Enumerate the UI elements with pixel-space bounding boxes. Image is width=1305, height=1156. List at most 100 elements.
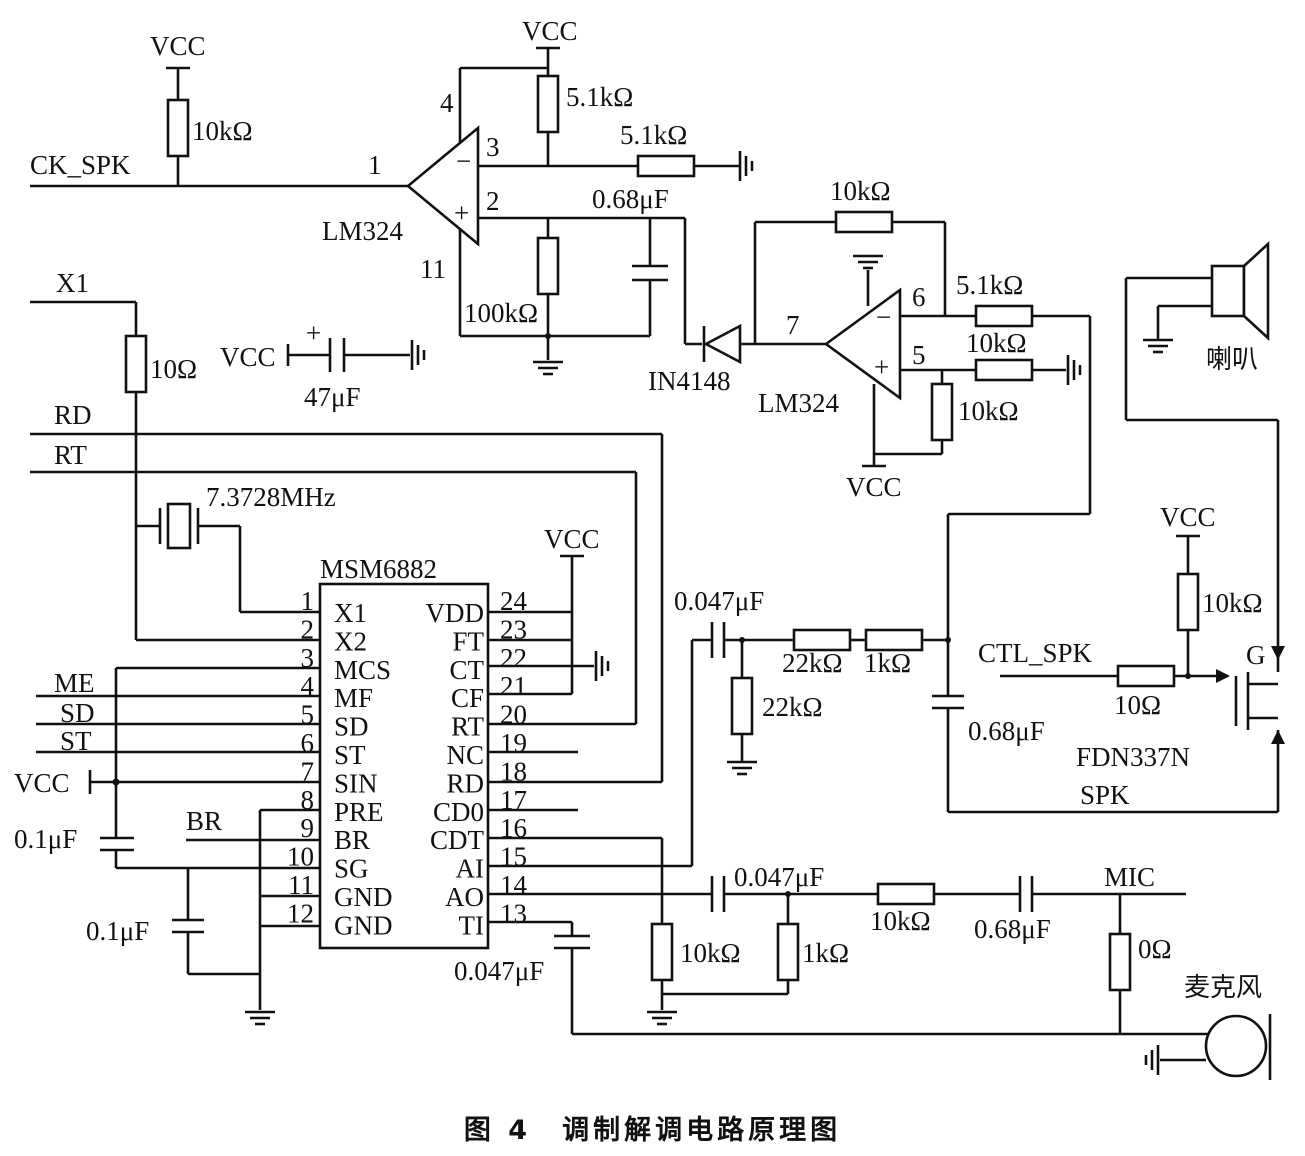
ic-pin-name-rt: RT bbox=[451, 712, 484, 742]
mosfet-driver: VCC 10kΩ CTL_SPK 10Ω G FDN337N SPK bbox=[978, 502, 1285, 810]
ic-label: MSM6882 bbox=[320, 554, 437, 584]
st-label: ST bbox=[60, 726, 92, 756]
ic-pin-name-sd: SD bbox=[334, 712, 369, 742]
opamp1-pin-2: 2 bbox=[486, 186, 500, 216]
opamp1-triangle bbox=[405, 125, 480, 247]
cap-polarity-plus: + bbox=[306, 318, 321, 348]
ic-body bbox=[318, 582, 490, 950]
opamp2: − + 7 6 5 LM324 10kΩ 5.1kΩ 10kΩ 10kΩ bbox=[753, 176, 1092, 696]
mosfet-label: FDN337N bbox=[1076, 742, 1190, 772]
resistor-pullup-ck bbox=[166, 98, 190, 158]
resistor-10k-ao-series bbox=[876, 882, 936, 906]
opamp1-label: LM324 bbox=[322, 216, 404, 246]
spk-label: SPK bbox=[1080, 780, 1130, 810]
ic-pin-num-20: 20 bbox=[500, 700, 527, 730]
opamp2-plus: + bbox=[874, 352, 889, 382]
resistor-10k-pin5-vcc bbox=[930, 382, 954, 442]
opamp1-pin-1: 1 bbox=[368, 150, 382, 180]
r-10k-pin5-vcc-label: 10kΩ bbox=[958, 396, 1019, 426]
ic-pin-num-1: 1 bbox=[301, 586, 315, 616]
ic-pin-num-8: 8 bbox=[301, 785, 315, 815]
r-pullup-label: 10kΩ bbox=[192, 116, 253, 146]
ic-pin-name-sin: SIN bbox=[334, 768, 378, 798]
resistor-10-ohm-ctl bbox=[1116, 664, 1176, 688]
opamp2-pin-7: 7 bbox=[786, 310, 800, 340]
opamp1-pin-3: 3 bbox=[486, 132, 500, 162]
r-22k-series-label: 22kΩ bbox=[782, 648, 843, 678]
resistor-10k-pin5 bbox=[974, 358, 1034, 382]
modem-circuit-schematic: VCC 10kΩ CK_SPK 1 − + 4 3 2 11 LM324 VCC… bbox=[14, 16, 1285, 1080]
resistor-0-ohm bbox=[1108, 932, 1132, 992]
gate-label: G bbox=[1246, 640, 1266, 670]
ic-pin-name-nc: NC bbox=[446, 740, 484, 770]
me-label: ME bbox=[54, 668, 95, 698]
opamp2-label: LM324 bbox=[758, 388, 840, 418]
c-01-top-label: 0.1μF bbox=[14, 824, 77, 854]
ic-pin-name-cf: CF bbox=[451, 683, 484, 713]
c-ao-label: 0.047μF bbox=[734, 862, 824, 892]
c-mic-label: 0.68μF bbox=[974, 914, 1051, 944]
ic-pin-num-9: 9 bbox=[301, 813, 315, 843]
r-100k-label: 100kΩ bbox=[464, 298, 538, 328]
ic-pin-name-rd: RD bbox=[446, 768, 484, 798]
ic-pin-name-br: BR bbox=[334, 825, 370, 855]
opamp2-pin-5: 5 bbox=[912, 340, 926, 370]
c-068-mid-label: 0.68μF bbox=[968, 716, 1045, 746]
r-ctl-label: 10Ω bbox=[1114, 690, 1161, 720]
diode-in4148: IN4148 bbox=[648, 218, 826, 396]
ic-pin-num-18: 18 bbox=[500, 756, 527, 786]
ctl-spk-label: CTL_SPK bbox=[978, 638, 1093, 668]
ic-pin-name-gnd: GND bbox=[334, 910, 393, 940]
c-01-bot-label: 0.1μF bbox=[86, 916, 149, 946]
vcc-label: VCC bbox=[150, 31, 206, 61]
r-1k-series-label: 1kΩ bbox=[864, 648, 911, 678]
rd-rt-lines: RD RT bbox=[30, 400, 664, 784]
r-gate-label: 10kΩ bbox=[1202, 588, 1263, 618]
br-label: BR bbox=[186, 806, 222, 836]
microphone-label: 麦克风 bbox=[1184, 973, 1262, 1003]
ic-pin-num-19: 19 bbox=[500, 728, 527, 758]
resistor-5k1-vcc bbox=[536, 74, 560, 134]
resistor-5k1-pin6 bbox=[974, 304, 1034, 328]
ic-pin-name-cd0: CD0 bbox=[433, 797, 484, 827]
vcc-label-47u: VCC bbox=[220, 342, 276, 372]
r-5k1-gnd-label: 5.1kΩ bbox=[620, 120, 687, 150]
cap-47u-label: 47μF bbox=[304, 382, 361, 412]
c-ti-label: 0.047μF bbox=[454, 956, 544, 986]
resistor-22k-shunt bbox=[730, 676, 754, 736]
r-5k1-vcc-label: 5.1kΩ bbox=[566, 82, 633, 112]
rd-label: RD bbox=[54, 400, 92, 430]
ic-pin-name-st: ST bbox=[334, 740, 366, 770]
ic-pin-name-mcs: MCS bbox=[334, 655, 391, 685]
x1-network: X1 10Ω 7.3728MHz bbox=[30, 268, 336, 642]
ic-pin-name-gnd: GND bbox=[334, 882, 393, 912]
r-fb-label: 10kΩ bbox=[830, 176, 891, 206]
ic-pin-name-x2: X2 bbox=[334, 626, 367, 656]
crystal-body bbox=[166, 502, 192, 550]
vcc-label-fet: VCC bbox=[1160, 502, 1216, 532]
diode-label: IN4148 bbox=[648, 366, 731, 396]
opamp1: − + 4 3 2 11 LM324 VCC 5.1kΩ 5.1kΩ 100kΩ bbox=[322, 16, 754, 376]
ic-pin-num-14: 14 bbox=[500, 870, 528, 900]
ic-pin-name-pre: PRE bbox=[334, 797, 384, 827]
mic-label: MIC bbox=[1104, 862, 1155, 892]
ao-mic-network: 0.047μF 10kΩ 0.68μF MIC 0Ω 10kΩ 1kΩ 0.04… bbox=[454, 836, 1272, 1080]
ic-pin-name-ai: AI bbox=[456, 854, 485, 884]
r-10-ohm-label: 10Ω bbox=[150, 354, 197, 384]
speaker-cone bbox=[1242, 241, 1270, 341]
r-ao-1k-label: 1kΩ bbox=[802, 938, 849, 968]
c-ai-label: 0.047μF bbox=[674, 586, 764, 616]
speaker-label: 喇叭 bbox=[1206, 345, 1258, 375]
ic-pin-name-sg: SG bbox=[334, 854, 369, 884]
ck-spk-net: VCC 10kΩ CK_SPK 1 bbox=[30, 31, 408, 188]
r-5k1-pin6-label: 5.1kΩ bbox=[956, 270, 1023, 300]
x1-label: X1 bbox=[56, 268, 89, 298]
ic-pin-num-21: 21 bbox=[500, 671, 527, 701]
ai-input-network: 0.047μF 22kΩ 1kΩ 22kΩ 0.68μF bbox=[488, 586, 1280, 868]
sd-label: SD bbox=[60, 698, 95, 728]
left-control-lines: ME SD ST VCC 0.1μF BR 0.1μF bbox=[14, 666, 320, 1026]
r-ao-series-label: 10kΩ bbox=[870, 906, 931, 936]
